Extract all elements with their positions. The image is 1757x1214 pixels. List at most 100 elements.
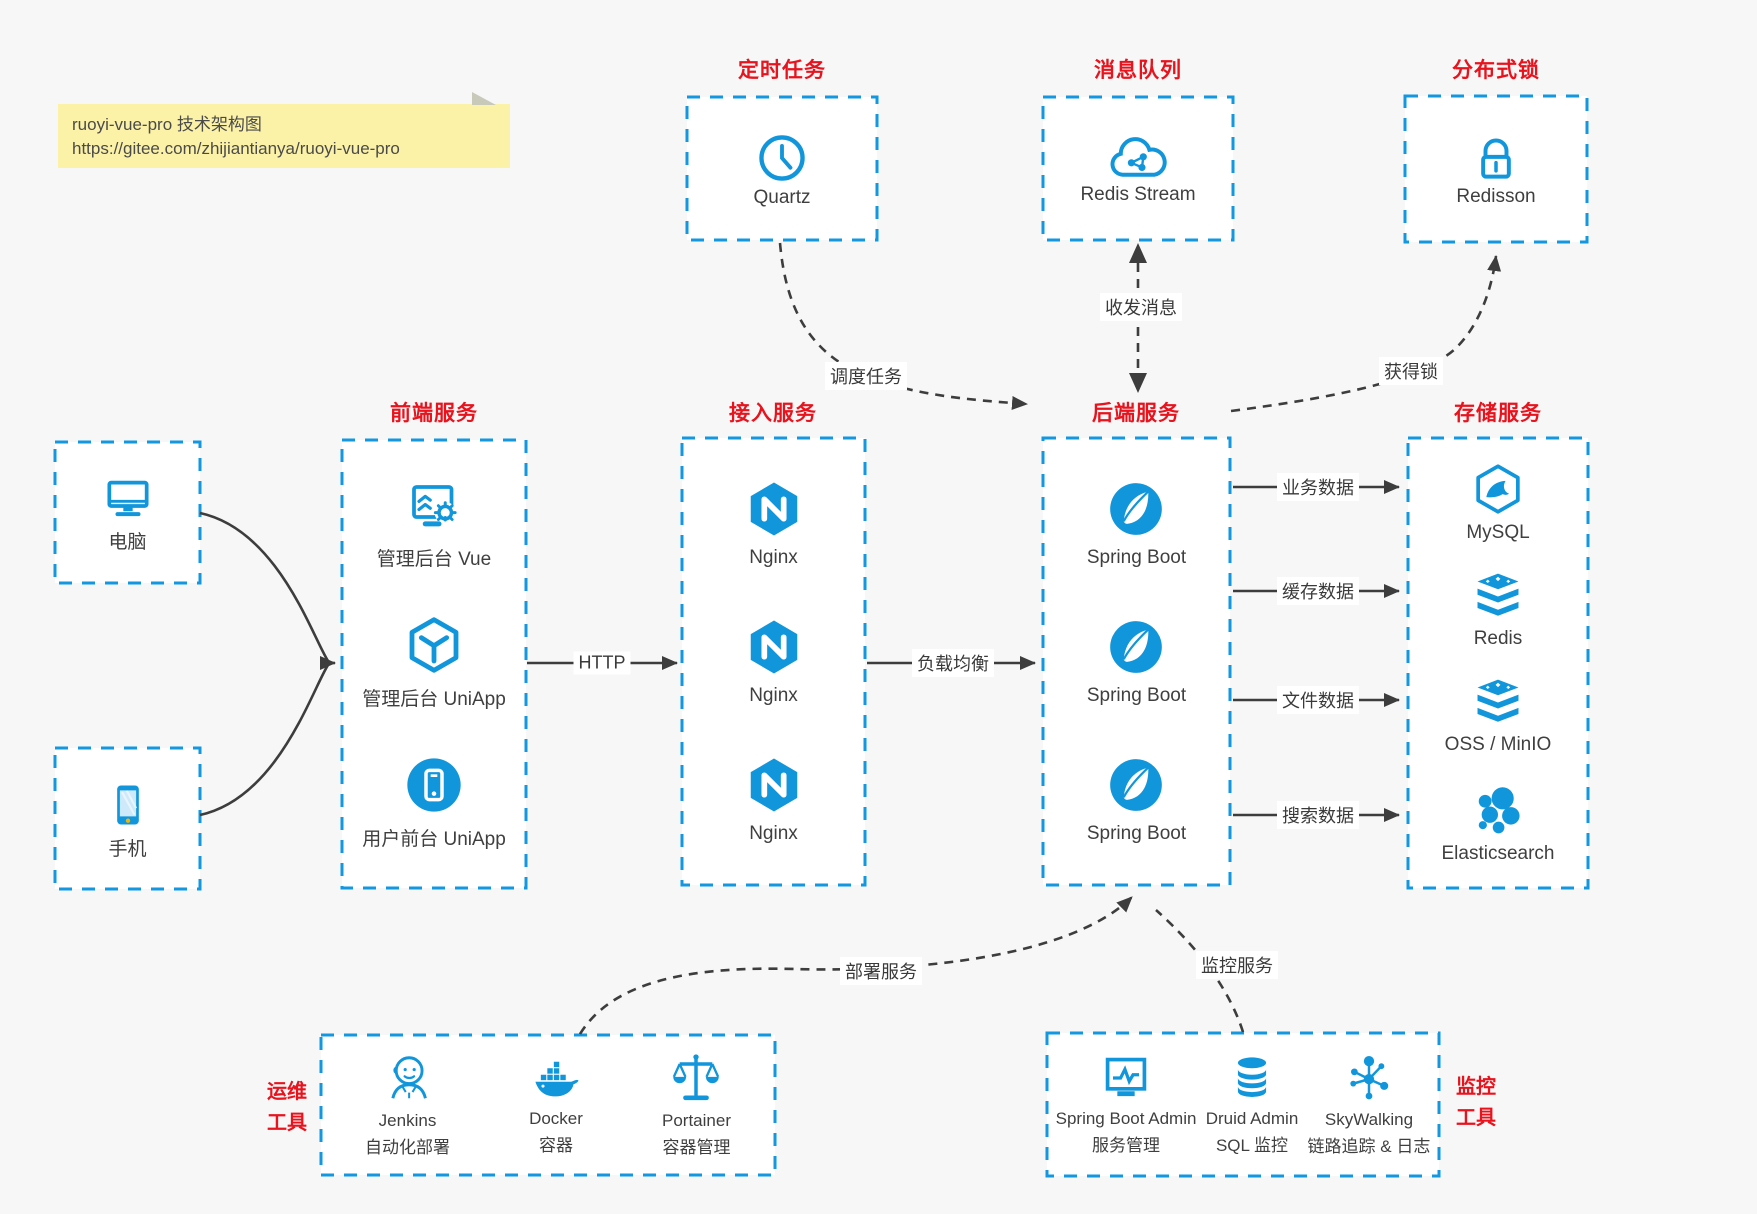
monitor-item-spring-boot-admin: Spring Boot Admin 服务管理 [1055,1052,1197,1158]
redisson-node: Redisson [1405,96,1587,242]
monitor-item-sublabel: 链路追踪 & 日志 [1307,1136,1431,1156]
smartphone-icon [116,785,139,825]
monitor-tools-row: Spring Boot Admin 服务管理 Druid Admin SQL 监… [1047,1033,1439,1176]
frontend-item-label: 管理后台 UniApp [362,689,506,710]
quartz-node: Quartz [687,97,877,240]
note-title: ruoyi-vue-pro 技术架构图 [72,115,262,134]
backend-column: Spring Boot Spring Boot Spring Boot [1043,438,1230,885]
title-ops-tools: 运维 工具 [267,1081,307,1134]
storage-item-label: Redis [1473,628,1523,649]
note-url: https://gitee.com/zhijiantianya/ruoyi-vu… [72,139,400,158]
phone-client-node: 手机 [55,748,200,889]
nginx-icon [750,758,797,812]
edge-label-cache-data: 缓存数据 [1277,577,1359,605]
oss-stack-icon [1477,679,1519,722]
access-item-nginx-3: Nginx [743,754,805,845]
monitor-item-sublabel: SQL 监控 [1215,1135,1289,1155]
edge-label-acquire-lock: 获得锁 [1379,357,1443,385]
access-item-label: Nginx [749,823,798,845]
storage-item-label: OSS / MinIO [1444,734,1552,755]
storage-item-elasticsearch: Elasticsearch [1442,782,1555,865]
backend-item-label: Spring Boot [1086,823,1187,845]
frontend-item-admin-uniapp: 管理后台 UniApp [362,613,506,711]
edge-schedule-task [778,242,1028,410]
frontend-item-label: 用户前台 UniApp [362,829,506,850]
edge-label-file-data: 文件数据 [1277,686,1359,714]
backend-item-label: Spring Boot [1086,546,1187,568]
elasticsearch-icon [1478,787,1520,834]
monitor-item-label: Druid Admin [1205,1108,1299,1128]
redis-stack-icon [1477,573,1519,616]
docker-icon [535,1061,579,1097]
redis-stream-box [1041,95,1235,242]
edge-phone-to-frontend [199,664,330,817]
title-scheduled-tasks: 定时任务 [738,59,826,82]
portainer-icon [673,1054,720,1101]
sticky-note: ruoyi-vue-pro 技术架构图 https://gitee.com/zh… [58,92,510,168]
uniapp-hexagon-icon [409,617,459,673]
monitor-item-druid-admin: Druid Admin SQL 监控 [1205,1052,1299,1158]
edge-label-deploy-service: 部署服务 [840,957,922,985]
edge-deploy-service [578,896,1133,1035]
ops-tools-box [319,1033,777,1177]
ops-item-sublabel: 容器 [539,1136,573,1155]
cloud-network-icon [1110,137,1167,177]
ops-item-sublabel: 容器管理 [662,1138,731,1157]
edge-label-http: HTTP [573,651,631,675]
title-distributed-lock: 分布式锁 [1452,59,1540,82]
monitor-item-label: Spring Boot Admin [1055,1108,1197,1128]
message-arrowhead-down [1129,373,1147,393]
title-access: 接入服务 [729,402,817,425]
frontend-item-user-uniapp: 用户前台 UniApp [362,753,506,851]
edge-label-send-receive: 收发消息 [1100,293,1182,321]
backend-item-spring-3: Spring Boot [1087,754,1186,845]
ops-item-portainer: Portainer 容器管理 [662,1050,731,1160]
monitor-tools-box [1045,1031,1441,1178]
backend-item-spring-2: Spring Boot [1087,616,1186,707]
ops-item-jenkins: Jenkins 自动化部署 [365,1050,450,1160]
quartz-box [685,95,879,242]
access-column: Nginx Nginx Nginx [682,438,865,885]
note-fold [472,92,496,105]
ops-item-sublabel: 自动化部署 [365,1138,450,1157]
storage-item-oss-minio: OSS / MinIO [1444,676,1552,756]
clock-icon [759,134,805,181]
access-item-nginx-2: Nginx [743,616,805,707]
ops-tools-row: Jenkins 自动化部署 Docker 容器 [321,1035,775,1175]
title-storage: 存储服务 [1454,402,1542,425]
molecule-icon [1350,1055,1389,1099]
nginx-icon [750,482,797,536]
storage-item-label: MySQL [1466,522,1530,543]
access-item-label: Nginx [749,546,798,568]
frontend-column: 管理后台 Vue 管理后台 UniApp 用户前台 UniApp [342,440,526,888]
ops-item-label: Portainer [662,1111,731,1131]
spring-boot-icon [1110,621,1163,673]
monitor-item-label: SkyWalking [1324,1109,1414,1129]
title-backend: 后端服务 [1092,402,1180,425]
edge-label-business-data: 业务数据 [1277,473,1359,501]
redis-stream-label: Redis Stream [1080,184,1196,205]
mobile-app-circle-icon [407,758,461,812]
edge-label-load-balance: 负载均衡 [912,649,994,677]
backend-item-spring-1: Spring Boot [1087,478,1186,569]
access-item-label: Nginx [749,684,798,706]
redisson-label: Redisson [1456,186,1536,207]
title-monitor-tools: 监控 工具 [1456,1076,1496,1129]
admin-window-gear-icon [412,485,457,527]
edge-label-schedule-task: 调度任务 [825,362,907,390]
storage-item-redis: Redis [1469,570,1527,650]
backend-item-label: Spring Boot [1086,684,1187,706]
redis-stream-node: Redis Stream [1043,97,1233,240]
mysql-icon [1476,464,1520,514]
title-frontend: 前端服务 [390,402,478,425]
storage-column: MySQL Redis OSS / MinIO [1408,438,1588,888]
pc-client-node: 电脑 [55,442,200,583]
monitor-item-sublabel: 服务管理 [1092,1135,1161,1155]
spring-boot-icon [1110,482,1163,535]
quartz-label: Quartz [753,186,811,208]
frontend-item-admin-vue: 管理后台 Vue [377,477,491,571]
ops-item-docker: Docker 容器 [526,1052,586,1158]
jenkins-icon [390,1056,427,1099]
edge-pc-to-frontend [199,511,330,662]
ops-item-label: Jenkins [378,1111,437,1131]
